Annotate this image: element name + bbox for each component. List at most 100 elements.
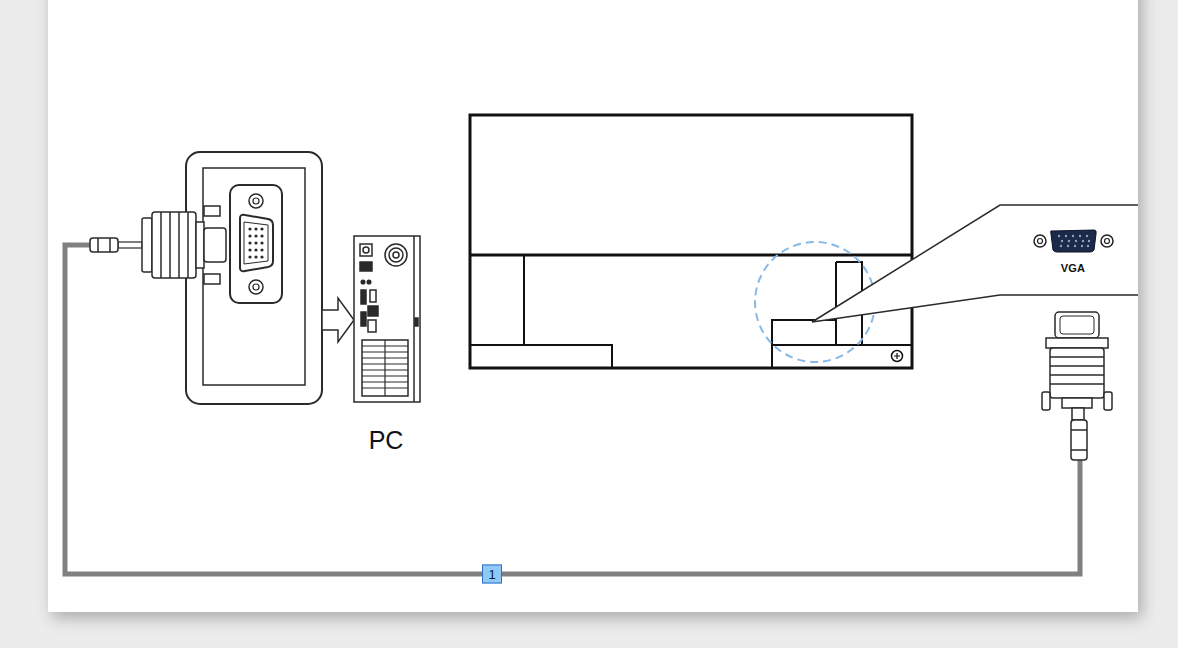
monitor-rear-part: [470, 115, 912, 368]
pc-tower-part: [354, 236, 420, 402]
pc-vga-port-panel-part: [248, 227, 263, 258]
pc-tower-part: [361, 312, 366, 326]
pc-vga-port-panel-part: [249, 280, 263, 294]
vga-plug-right-part: [1042, 392, 1050, 410]
pc-tower-part: [393, 252, 399, 258]
pc-vga-port-panel-part-part: [248, 248, 251, 251]
monitor-rear-part: [470, 345, 612, 368]
monitor-vga-port-part-part: [1081, 245, 1083, 247]
pc-tower-part: [389, 248, 403, 262]
pc-vga-port-panel-part-part: [260, 255, 263, 258]
monitor-vga-port-part-part: [1082, 240, 1084, 242]
monitor-vga-port-part-part: [1075, 240, 1077, 242]
vga-plug-left-part: [160, 212, 162, 278]
monitor-rear: [470, 115, 912, 368]
vga-plug-right-part: [1104, 392, 1112, 410]
monitor-rear-part: [772, 320, 836, 345]
monitor-vga-port-part-part: [1072, 235, 1074, 237]
monitor-vga-port-part-part: [1067, 245, 1069, 247]
pc-vga-port-panel-part-part: [260, 227, 263, 230]
vga-plug-left-part: [204, 228, 226, 262]
zoom-callout-part: [812, 205, 1138, 322]
monitor-vga-port-part-part: [1068, 240, 1070, 242]
vga-plug-left-part: [169, 212, 171, 278]
pc-vga-port-panel-part-part: [248, 234, 251, 237]
vga-plug-left-part: [118, 242, 142, 248]
monitor-rear-part: [892, 351, 903, 362]
vga-plug-right-part: [1071, 449, 1087, 451]
pc-tower-part: [363, 247, 369, 253]
vga-plug-left: [90, 206, 226, 284]
monitor-vga-port-part: [1051, 230, 1097, 252]
insert-arrow: [322, 298, 354, 342]
pc-vga-port-panel-part: [203, 168, 305, 385]
vga-plug-right-part: [1071, 420, 1087, 460]
vga-plug-left-part: [152, 212, 196, 278]
vga-plug-left-part: [204, 274, 220, 284]
pc-vga-port-panel-part: [253, 198, 259, 204]
vga-plug-right-part: [1050, 374, 1104, 376]
monitor-rear-part: [894, 353, 900, 359]
pc-tower-part: [367, 280, 371, 284]
pc-vga-port-panel-part-part: [248, 255, 251, 258]
pc-vga-port-panel-part-part: [254, 241, 257, 244]
vga-plug-left-part: [178, 212, 180, 278]
monitor-vga-port-part: [1105, 239, 1110, 244]
vga-plug-right-part: [1072, 408, 1084, 420]
pc-vga-port-panel-part-part: [248, 227, 251, 230]
pc-vga-port-panel-part-part: [260, 234, 263, 237]
device-label: PC: [369, 428, 404, 453]
pc-tower-part: [385, 244, 407, 266]
vga-plug-right-part: [1060, 316, 1094, 334]
vga-plug-left-part: [196, 222, 204, 268]
pc-vga-port-panel-part-part: [254, 255, 257, 258]
vga-plug-right-part: [1055, 312, 1099, 338]
pc-vga-port-panel-part-part: [248, 241, 251, 244]
vga-plug-left-part: [204, 206, 220, 216]
vga-plug-left-part: [109, 238, 111, 252]
monitor-vga-port-part-part: [1074, 245, 1076, 247]
monitor-rear-part: [523, 255, 525, 345]
pc-vga-port-panel-part-part: [254, 234, 257, 237]
monitor-vga-port-part-part: [1088, 240, 1090, 242]
pc-tower-part-part: [384, 340, 385, 396]
pc-vga-port-panel-part-part: [260, 241, 263, 244]
vga-plug-right-part: [1050, 383, 1104, 385]
callout-number: 1: [482, 565, 502, 584]
pc-tower-part: [368, 306, 378, 316]
pc-tower-part: [415, 318, 418, 326]
vga-plug-right-part: [1062, 398, 1092, 408]
monitor-vga-port-part: [1038, 239, 1043, 244]
zoom-callout-part: [812, 205, 1138, 322]
pc-vga-port-panel-part: [186, 152, 322, 404]
pc-tower-part: [368, 320, 376, 332]
pc-tower-part: [360, 262, 372, 271]
pc-tower-part: [360, 244, 372, 256]
vga-plug-right-part: [1071, 429, 1087, 431]
vga-plug-left-part: [142, 218, 152, 272]
vga-plug-right-part: [1050, 356, 1104, 358]
vga-plug-right-part: [1050, 365, 1104, 367]
pc-vga-port-panel-part: [240, 215, 273, 271]
pc-tower-part: [361, 280, 365, 284]
vga-plug-right-part: [1046, 338, 1108, 348]
pc-vga-port-panel-part: [230, 185, 282, 303]
pc-vga-port-panel-part: [249, 194, 263, 208]
monitor-rear-part: [470, 254, 912, 257]
monitor-vga-port-part: [1034, 235, 1046, 247]
monitor-vga-port-part-part: [1086, 235, 1088, 237]
zoom-callout: [812, 205, 1138, 322]
monitor-vga-port-part-part: [1079, 235, 1081, 237]
pc-vga-port-panel-part: [244, 222, 268, 264]
monitor-vga-port-part-part: [1058, 235, 1060, 237]
vga-plug-left-part: [90, 238, 118, 252]
monitor-vga-port-part-part: [1087, 245, 1089, 247]
monitor-vga-port-part: [1101, 235, 1113, 247]
pc-vga-port-panel-part: [253, 284, 259, 290]
monitor-vga-port-part-part: [1060, 245, 1062, 247]
page-card: [48, 0, 1138, 612]
pc-vga-port-panel-part-part: [254, 227, 257, 230]
monitor-vga-port: [1034, 230, 1113, 252]
